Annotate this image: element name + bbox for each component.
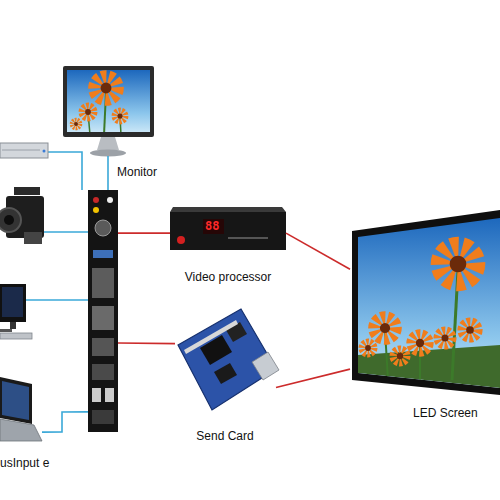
vga-port (92, 306, 114, 330)
camera-handle (14, 187, 40, 195)
camera-lens (0, 208, 21, 232)
ethernet-port (252, 352, 279, 380)
dvd-tray (2, 150, 40, 151)
laptop-screen (2, 381, 29, 420)
node-label: Video processor (153, 269, 303, 286)
led-screen: LED Screen (350, 210, 500, 395)
lan-port (92, 364, 114, 380)
xlr-port (95, 220, 111, 236)
pc-stand (10, 322, 16, 329)
flower (375, 318, 394, 337)
chip (214, 363, 237, 384)
dvd-led (43, 150, 46, 153)
signal-cable (118, 342, 175, 344)
display-digits: 88 (205, 219, 229, 233)
hdmi-port (92, 338, 114, 356)
rca-port (107, 197, 113, 203)
video-wire (26, 299, 88, 301)
signal-cable (286, 233, 350, 269)
front-marking (228, 237, 268, 239)
monitor-screen (67, 70, 150, 132)
pc-screen (2, 287, 23, 317)
monitor-base (90, 150, 126, 157)
signal-cable (276, 369, 350, 387)
flower (394, 350, 406, 362)
monitor-device: Monitor (60, 63, 156, 156)
processor-front (170, 212, 286, 250)
power-knob (177, 236, 185, 244)
monitor-stand (97, 137, 119, 150)
pc-monitor (0, 284, 26, 322)
power-port (92, 410, 114, 424)
rca-port (93, 207, 99, 213)
laptop-lid (0, 377, 32, 424)
led-picture-content (358, 248, 500, 388)
signal-cable (107, 156, 109, 190)
monitor-picture (72, 78, 124, 132)
node-label: Monitor (117, 164, 177, 181)
laptop-device: usInput e (0, 376, 42, 442)
pin-header (184, 320, 238, 354)
video-wire (44, 231, 88, 233)
flower (463, 323, 477, 337)
video-processor: 88Video processor (170, 207, 286, 252)
processor-top (170, 207, 286, 212)
flower (83, 107, 94, 118)
led-picture (358, 218, 500, 388)
flower (412, 335, 428, 351)
send-card: Send Card (175, 310, 276, 412)
lan-port (105, 388, 114, 402)
flower (442, 248, 473, 279)
dvi-port (92, 268, 114, 298)
pc-keyboard (0, 333, 32, 339)
flower (363, 343, 374, 354)
rca-port (93, 197, 99, 203)
camera-grip (24, 232, 42, 244)
switcher-box (88, 190, 118, 432)
signal-cable (118, 232, 170, 234)
flower (438, 331, 451, 344)
switcher-box (88, 190, 118, 432)
video-wire (48, 152, 82, 190)
flower (72, 120, 79, 127)
lan-port (92, 388, 101, 402)
led-frame (352, 210, 500, 395)
laptop-base (0, 419, 42, 441)
usb-port (93, 250, 113, 258)
signal-cable (42, 412, 88, 432)
dvd-player (0, 143, 48, 158)
monitor-frame (63, 66, 154, 137)
flower (96, 78, 116, 98)
node-label: usInput e (0, 455, 50, 472)
camera-lens-glass (4, 215, 14, 225)
pc-base (0, 329, 12, 332)
flower (115, 111, 125, 121)
node-label: Send Card (165, 428, 285, 445)
node-label: LED Screen (413, 405, 498, 422)
